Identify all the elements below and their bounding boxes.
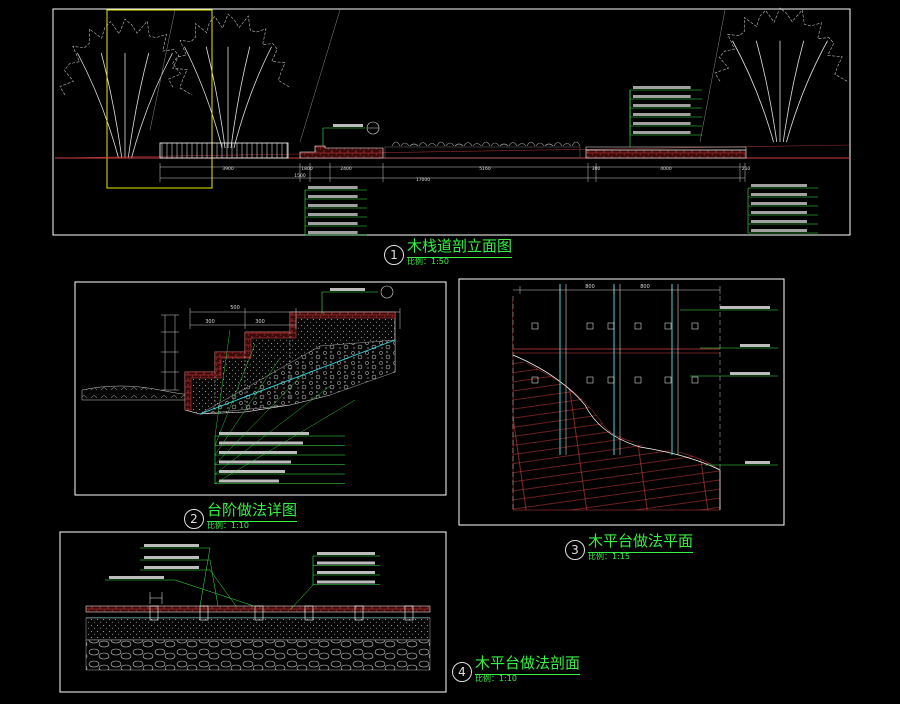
annotation-leaders-3 [680,306,778,466]
deck-plan [512,284,721,511]
dimension-label: 5160 [479,166,491,172]
drawing-number-1: 1 [384,245,404,265]
dimension-label: 500 [230,305,240,311]
drawing-title-1: 木栈道剖立面图 [407,235,513,258]
dimension-label: 210 [742,166,751,172]
frame-4 [59,531,447,693]
drawing-number-3: 3 [565,540,585,560]
drawing-scale-4: 比例：1:10 [475,674,517,683]
dimension-label: 17000 [416,177,430,183]
drawing-title-4: 木平台做法剖面 [475,652,581,675]
tree-right [714,7,848,143]
drawing-scale-2: 比例：1:10 [207,521,249,530]
dimension-label: 300 [592,166,601,172]
drawing-number-2: 2 [184,509,204,529]
drawing-scale-1: 比例：1:50 [407,257,449,266]
dimension-label: 4000 [660,166,672,172]
frame-2 [74,281,447,496]
drawing-title-2: 台阶做法详图 [207,499,298,522]
dimension-label: 2400 [340,166,352,172]
drawing-title-3: 木平台做法平面 [588,530,694,553]
dimension-row-2: 500 300 300 [161,305,401,391]
tree-left-1 [59,18,193,159]
drawing-number-4: 4 [452,662,472,682]
deck-section [585,149,747,159]
stair-detail [81,311,396,415]
frame-3 [458,278,785,526]
dimension-label: 3900 [222,166,234,172]
annotation-leaders-1 [304,86,818,236]
dimension-label: 1500 [294,173,306,179]
annotation-leaders-2 [214,285,394,484]
tree-elevations [59,7,848,159]
dimension-label: 1800 [301,166,313,172]
tree-left-2 [168,13,290,149]
highlight-box [106,9,213,189]
deck-section-detail [85,592,431,671]
step-section [299,145,384,159]
drawing-scale-3: 比例：1:15 [588,552,630,561]
dimension-label: 800 [585,284,595,290]
frame-1 [52,8,851,236]
dimension-row-3: 800 800 [585,284,650,290]
dimension-label: 300 [255,319,265,325]
boardwalk-railing [159,142,289,159]
annotation-leaders-4 [105,544,380,611]
dimension-label: 300 [205,319,215,325]
dimension-label: 800 [640,284,650,290]
shrub-band [391,141,581,147]
